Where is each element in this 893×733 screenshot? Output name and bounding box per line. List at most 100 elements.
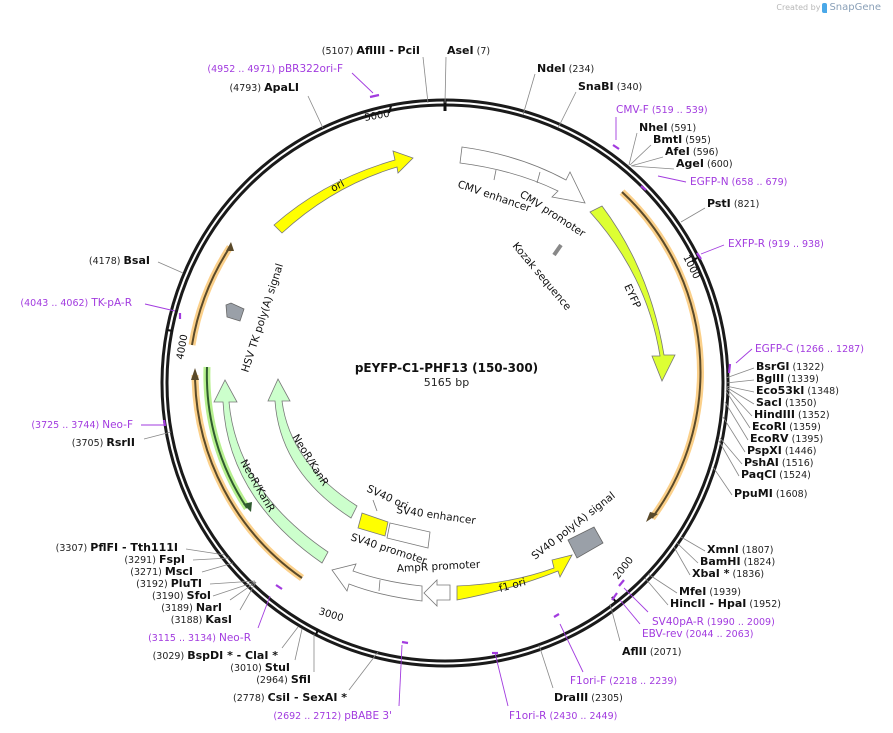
enzyme-site-bsrgi[interactable]: BsrGI (1322) — [725, 360, 824, 379]
enzyme-site-bsai[interactable]: (4178) BsaI — [89, 254, 184, 274]
primer-ebv-rev[interactable]: EBV-rev (2044 .. 2063) — [611, 592, 754, 640]
enzyme-site-bamhi[interactable]: BamHI (1824) — [676, 542, 775, 568]
feature-hsv-tk-polya[interactable]: HSV TK poly(A) signal — [225, 262, 286, 374]
enzyme-name: PflFI - Tth111I — [90, 541, 178, 554]
svg-text:(4178) BsaI: (4178) BsaI — [89, 254, 150, 267]
feature-eyfp[interactable]: EYFP — [589, 205, 676, 382]
primer-cmv-f[interactable]: CMV-F (519 .. 539) — [612, 104, 708, 150]
enzyme-position: (3271) — [130, 567, 162, 578]
svg-text:(4952 .. 4971) pBR322ori-F: (4952 .. 4971) pBR322ori-F — [207, 63, 343, 75]
enzyme-site-sfii[interactable]: (2964) SfiI — [256, 634, 315, 686]
enzyme-site-mfei[interactable]: MfeI (1939) — [647, 573, 741, 598]
enzyme-site-bglii[interactable]: BglII (1339) — [725, 372, 819, 385]
primer-range: (2218 .. 2239) — [609, 676, 677, 687]
enzyme-site-psti[interactable]: PstI (821) — [680, 197, 759, 223]
enzyme-site-aflii[interactable]: AflII (2071) — [609, 603, 682, 658]
svg-text:(5107) AflIII - PciI: (5107) AflIII - PciI — [322, 44, 420, 57]
enzyme-site-afliii-pcii[interactable]: (5107) AflIII - PciI — [322, 44, 429, 104]
enzyme-position: (3029) — [153, 651, 185, 662]
enzyme-name: NdeI — [537, 62, 566, 75]
primer-egfp-c[interactable]: EGFP-C (1266 .. 1287) — [727, 343, 864, 374]
svg-text:AgeI (600): AgeI (600) — [676, 157, 733, 170]
svg-text:(3190) SfoI: (3190) SfoI — [152, 589, 211, 602]
enzyme-name: BamHI — [700, 555, 741, 568]
primer-name: EXFP-R — [728, 238, 765, 250]
svg-text:(3010) StuI: (3010) StuI — [230, 661, 290, 674]
enzyme-site-nhei[interactable]: NheI (591) — [628, 121, 696, 166]
enzyme-position: (600) — [707, 159, 733, 170]
enzyme-site-draiii[interactable]: DraIII (2305) — [538, 644, 623, 704]
enzyme-position: (3307) — [56, 543, 88, 554]
enzyme-position: (1952) — [749, 599, 781, 610]
enzyme-name: NarI — [196, 601, 222, 614]
enzyme-position: (3189) — [161, 603, 193, 614]
enzyme-position: (1359) — [789, 422, 821, 433]
primer-exfp-r[interactable]: EXFP-R (919 .. 938) — [696, 238, 824, 260]
enzyme-site-nari[interactable]: (3189) NarI — [161, 581, 257, 614]
enzyme-site-ecori[interactable]: EcoRI (1359) — [725, 390, 821, 433]
enzyme-site-fspi[interactable]: (3291) FspI — [124, 553, 230, 566]
feature-ampr-promoter[interactable]: AmpR promoter — [397, 559, 482, 607]
enzyme-site-afei[interactable]: AfeI (596) — [630, 145, 719, 167]
primer-pbr322ori-f[interactable]: (4952 .. 4971) pBR322ori-F — [207, 63, 380, 99]
enzyme-position: (1446) — [785, 446, 817, 457]
enzyme-site-kasi[interactable]: (3188) KasI — [171, 581, 257, 626]
feature-sv40-enhancer[interactable]: SV40 enhancer — [386, 504, 477, 549]
enzyme-site-ppumi[interactable]: PpuMI (1608) — [712, 466, 807, 500]
enzyme-site-pshai[interactable]: PshAI (1516) — [719, 437, 813, 469]
enzyme-site-sfoi[interactable]: (3190) SfoI — [152, 581, 256, 602]
enzyme-site-asei[interactable]: AseI (7) — [444, 44, 490, 104]
enzyme-name: SacI — [756, 396, 782, 409]
enzyme-site-hindiii[interactable]: HindIII (1352) — [725, 387, 830, 421]
feature-neor-kanr-inner[interactable]: NeoR/KanR — [267, 378, 358, 519]
orf-arcs — [188, 189, 704, 581]
enzyme-name: XmnI — [707, 543, 739, 556]
primer-neo-r[interactable]: (3115 .. 3134) Neo-R — [148, 584, 283, 644]
enzyme-site-apali[interactable]: (4793) ApaLI — [229, 81, 324, 129]
enzyme-site-eco53ki[interactable]: Eco53kI (1348) — [725, 384, 839, 397]
feature-ori[interactable]: ori — [273, 150, 414, 234]
primer-pbabe-3[interactable]: (2692 .. 2712) pBABE 3' — [273, 640, 409, 722]
enzyme-site-paqci[interactable]: PaqCI (1524) — [718, 440, 811, 481]
svg-text:PshAI (1516): PshAI (1516) — [744, 456, 813, 469]
enzyme-site-bmti[interactable]: BmtI (595) — [629, 133, 711, 166]
enzyme-site-saci[interactable]: SacI (1350) — [725, 386, 817, 409]
primer-f1ori-r[interactable]: F1ori-R (2430 .. 2449) — [492, 651, 617, 722]
enzyme-site-pflfi-tth111i[interactable]: (3307) PflFI - Tth111I — [56, 541, 226, 556]
feature-sv40-polya[interactable]: SV40 poly(A) signal — [529, 490, 617, 563]
enzyme-site-ecorv[interactable]: EcoRV (1395) — [724, 401, 823, 445]
backbone-ring[interactable] — [160, 98, 730, 668]
svg-text:(4793) ApaLI: (4793) ApaLI — [229, 81, 299, 94]
enzyme-name: SfoI — [187, 589, 211, 602]
enzyme-site-hincii-hpai[interactable]: HincII - HpaI (1952) — [644, 577, 781, 610]
enzyme-site-pluti[interactable]: (3192) PluTI — [136, 577, 256, 590]
enzyme-site-agei[interactable]: AgeI (600) — [631, 157, 733, 170]
enzyme-site-ndei[interactable]: NdeI (234) — [522, 62, 595, 116]
enzyme-position: (4793) — [229, 83, 261, 94]
enzyme-site-csii-sexai[interactable]: (2778) CsiI - SexAI * — [233, 651, 379, 704]
feature-cmv-enhancer[interactable]: CMV enhancer — [456, 146, 586, 215]
enzyme-site-stui[interactable]: (3010) StuI — [230, 628, 303, 674]
enzyme-site-bspdi-clai[interactable]: (3029) BspDI * - ClaI * — [153, 626, 299, 662]
enzyme-site-msci[interactable]: (3271) MscI — [130, 562, 234, 578]
enzyme-site-snabi[interactable]: SnaBI (340) — [557, 80, 642, 129]
primer-f1ori-f[interactable]: F1ori-F (2218 .. 2239) — [553, 613, 677, 687]
enzyme-site-pspxi[interactable]: PspXI (1446) — [722, 416, 817, 457]
enzyme-name: HindIII — [754, 408, 795, 421]
svg-text:NheI (591): NheI (591) — [639, 121, 696, 134]
enzyme-position: (2071) — [650, 647, 682, 658]
primer-name: EGFP-N — [690, 176, 729, 188]
enzyme-position: (596) — [693, 147, 719, 158]
primer-sv40pa-r[interactable]: SV40pA-R (1990 .. 2009) — [618, 579, 775, 628]
feature-kozak[interactable]: Kozak sequence — [510, 240, 574, 313]
enzyme-site-rsrii[interactable]: (3705) RsrII — [72, 431, 172, 449]
enzyme-site-xmni[interactable]: XmnI (1807) — [680, 536, 774, 556]
enzyme-name: EcoRV — [750, 432, 789, 445]
enzyme-site-xbai[interactable]: XbaI * (1836) — [673, 546, 764, 580]
primer-neo-f[interactable]: (3725 .. 3744) Neo-F — [31, 419, 167, 431]
enzyme-sites: AseI (7)NdeI (234)SnaBI (340)NheI (591)B… — [56, 44, 839, 704]
enzyme-position: (234) — [569, 64, 595, 75]
enzyme-name: AfeI — [665, 145, 690, 158]
primer-tk-pa-r[interactable]: (4043 .. 4062) TK-pA-R — [20, 297, 182, 319]
primer-egfp-n[interactable]: EGFP-N (658 .. 679) — [640, 175, 787, 191]
